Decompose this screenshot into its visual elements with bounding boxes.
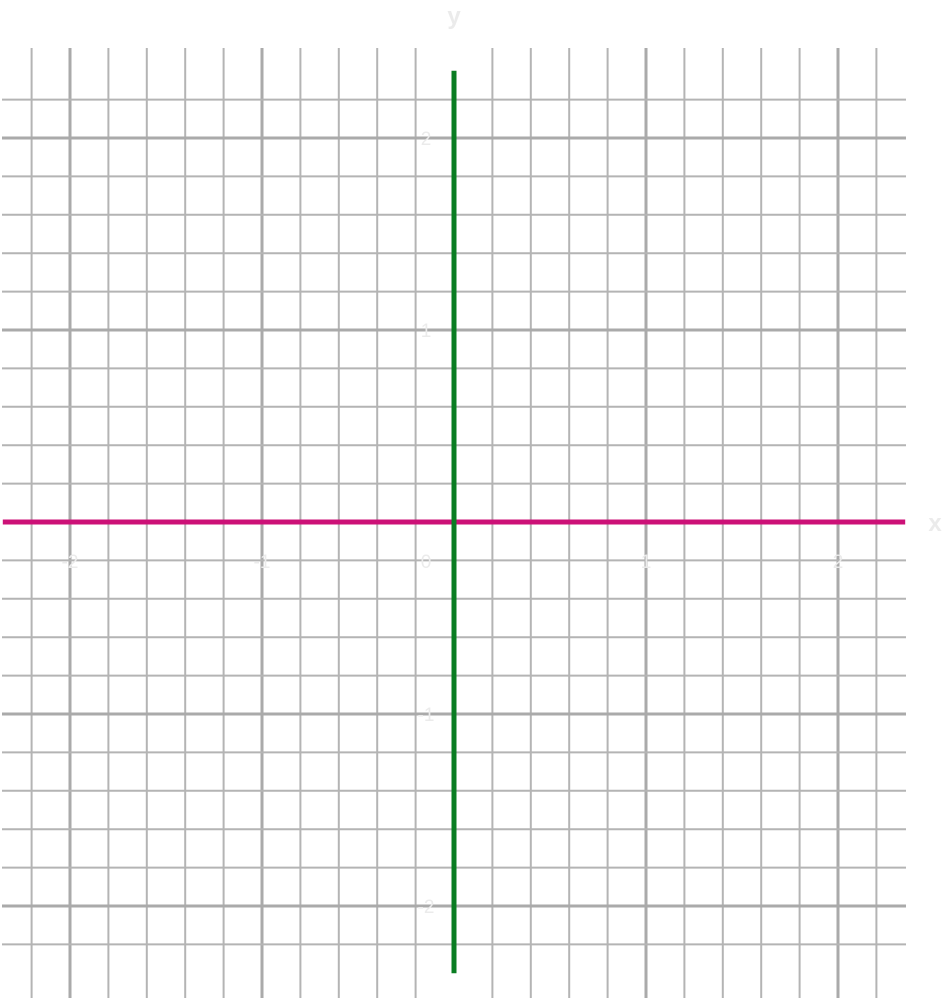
x-tick-label: 2 <box>833 552 844 573</box>
x-tick-label: -2 <box>62 552 79 573</box>
x-tick-label: -1 <box>254 552 271 573</box>
tick-labels: -2 -1 0 1 2 -2 -1 1 2 <box>62 129 844 918</box>
y-tick-label: -2 <box>418 897 435 918</box>
y-tick-label: -1 <box>418 705 435 726</box>
x-tick-label: 1 <box>641 552 652 573</box>
y-tick-label: 2 <box>421 129 432 150</box>
x-axis-label: x <box>928 510 942 537</box>
y-axis-label: y <box>447 3 461 30</box>
series-lines <box>2 70 906 974</box>
x-tick-label: 0 <box>421 552 432 573</box>
y-tick-label: 1 <box>421 321 432 342</box>
